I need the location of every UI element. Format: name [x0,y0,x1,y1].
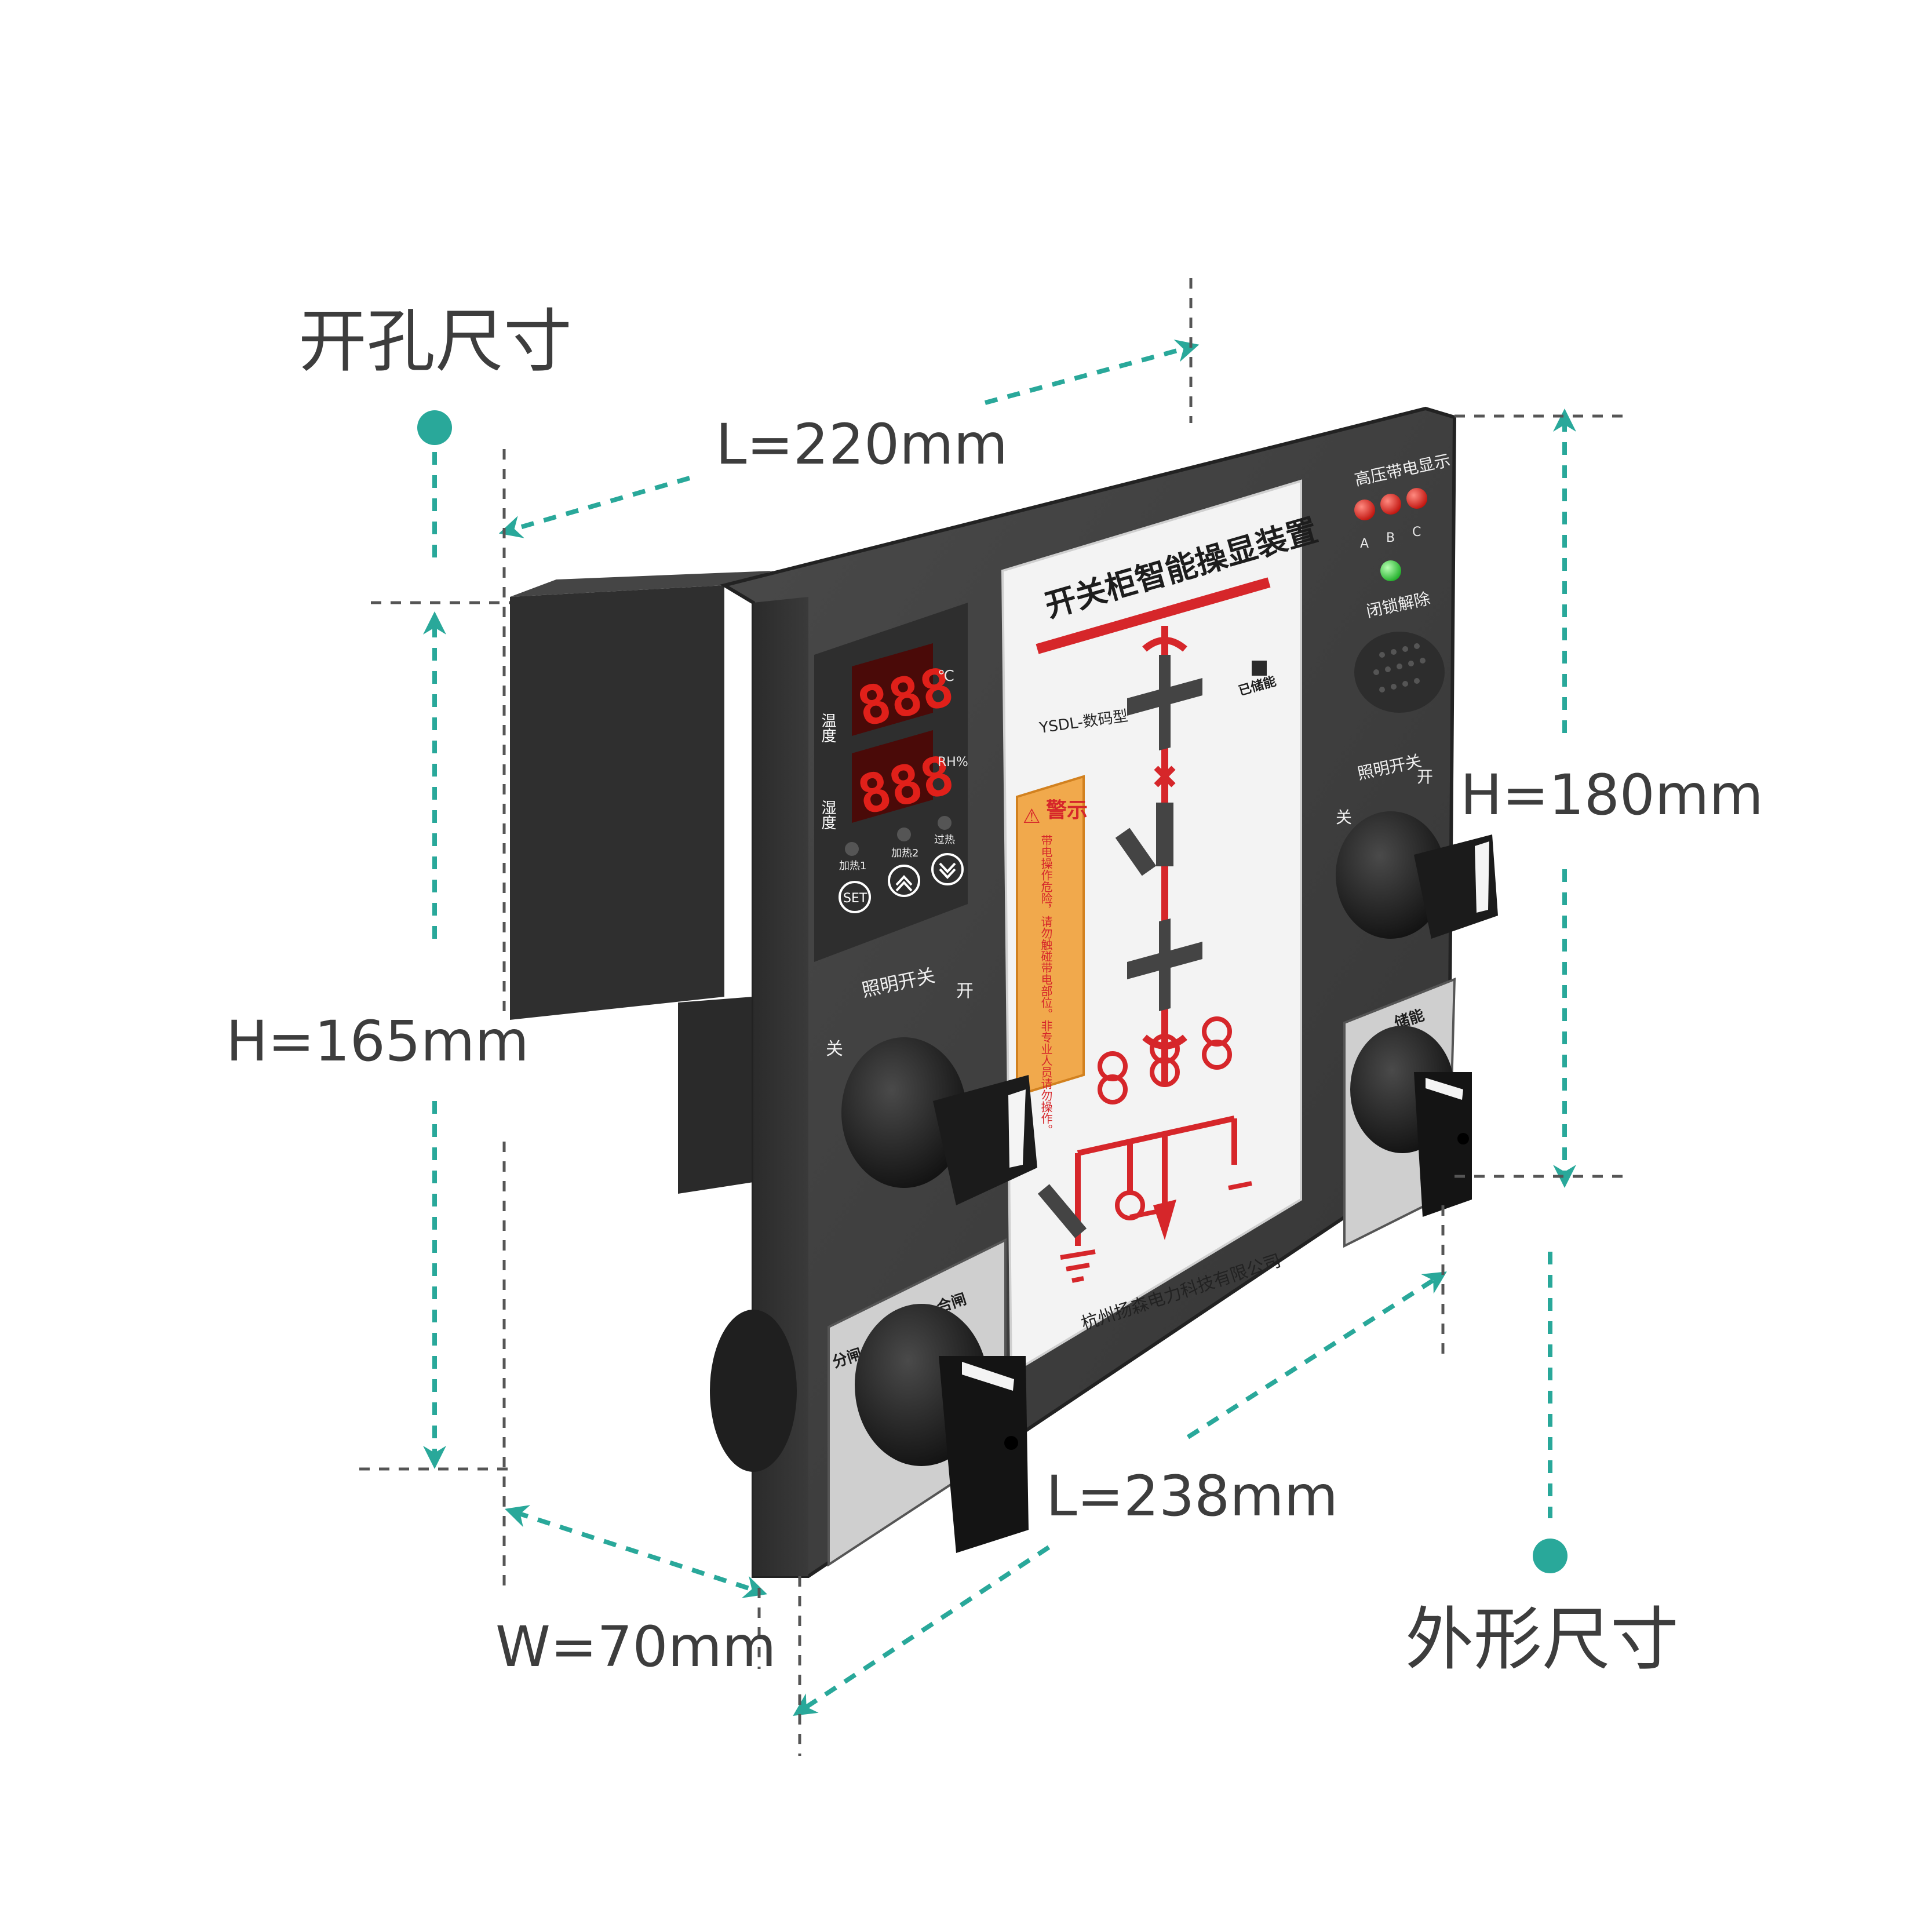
grounding-switch-indicator [1037,1184,1087,1238]
cutout-length-arrow-left [498,476,691,538]
right-selector-lock-hole [1457,1133,1469,1144]
outline-width-label: W=70mm [495,1614,777,1679]
lower-plug-indicator [1127,918,1202,1011]
earth-switch-bar [1115,828,1157,876]
lock-release-led [1380,560,1401,581]
temperature-humidity-module: 888 ℃ 温度 888 RH% 湿度 加热1 加热2 过热 SET [814,603,968,962]
heater2-light [897,828,911,841]
phase-a-led [1354,500,1375,520]
heater1-light [845,842,859,856]
left-switch-off-label: 关 [826,1039,843,1059]
heater1-label: 加热1 [839,860,866,872]
down-button[interactable] [931,853,964,885]
ground-symbol [1060,1181,1252,1283]
chevron-down-icon [939,862,956,879]
right-switch-on-label: 开 [1417,767,1433,786]
busbar [1036,577,1271,654]
cutout-length-arrow-right [984,339,1200,405]
extension-lines [359,278,1623,1756]
switchgear-device: 888 ℃ 温度 888 RH% 湿度 加热1 加热2 过热 SET [510,406,1498,1578]
cutout-title: 开孔尺寸 [298,301,572,381]
upper-breaker-symbol [1142,637,1187,1049]
speaker-holes [1373,643,1426,692]
outline-title: 外形尺寸 [1405,1599,1679,1679]
warning-box: ⚠ 警示 带电操作危险，请勿触碰带电部位。非专业人员请勿操作。 [1016,775,1088,1136]
left-selector-handle[interactable] [939,1356,1029,1553]
left-side-knob [710,1310,797,1472]
left-selector-handle-marker [962,1362,1014,1391]
phase-b-led [1380,494,1401,515]
dimension-lines [423,339,1576,1716]
warning-icon: ⚠ [1023,805,1040,828]
set-button-label: SET [843,891,867,906]
phase-a-label: A [1360,537,1369,551]
right-switch-off-label: 关 [1336,808,1352,827]
phase-b-label: B [1386,531,1395,545]
humidity-display-window [852,730,933,823]
left-breaker-selector: 分闸 合闸 [710,1238,1029,1567]
cutout-height-label: H=165mm [226,1009,529,1074]
right-switch-knob-base[interactable] [1336,811,1446,939]
left-switch-on-label: 开 [956,981,974,1001]
humidity-label: 湿度 [819,800,836,830]
left-selector-lock-hole [1004,1436,1018,1450]
warning-title: 警示 [1046,799,1088,822]
outline-height-label: H=180mm [1460,763,1763,828]
left-switch-handle-marker [1008,1089,1026,1168]
outline-length-label: L=238mm [1046,1464,1338,1529]
cutout-title-dot [417,410,452,445]
overheat-label: 过热 [934,834,955,846]
temp-display-window [852,643,933,736]
heater2-label: 加热2 [891,847,918,859]
warning-text: 带电操作危险，请勿触碰带电部位。非专业人员请勿操作。 [1039,834,1053,1136]
left-lighting-switch: 照明开关 开 关 [826,964,1037,1205]
outgoing-lines [1075,1116,1237,1246]
speaker-grille [1354,632,1445,713]
cutout-length-label: L=220mm [716,412,1008,477]
phase-c-led [1406,488,1427,509]
upper-plug-indicator [1127,655,1202,750]
chevron-up-icon [895,875,913,892]
mimic-panel: 开关柜智能操显装置 YSDL-数码型 已储能 [1001,479,1322,1376]
width-arrow [504,1505,768,1598]
rear-housing [510,585,724,1020]
breaker-position-bar [1156,803,1173,866]
right-switch-handle-marker [1475,841,1489,913]
rear-housing-top [510,571,774,597]
outline-length-arrow-left [793,1545,1051,1716]
rear-housing-side [678,997,753,1194]
stored-energy-indicator [1252,661,1267,676]
temperature-unit: ℃ [938,668,954,685]
current-transformers [1098,1016,1232,1104]
set-button[interactable]: SET [839,881,871,913]
right-energy-selector: 储能 [1343,978,1472,1248]
left-switch-knob-base[interactable] [841,1037,967,1188]
breaker-x-mark [1154,765,1176,788]
humidity-unit: RH% [938,755,968,770]
cable-arrow-icon [1153,1200,1176,1240]
outline-title-dot [1533,1539,1568,1573]
voltage-transformer-symbol [1115,1190,1145,1220]
temperature-label: 温度 [819,713,836,743]
right-selector-handle[interactable] [1414,1072,1472,1217]
right-selector-handle-marker [1426,1078,1463,1100]
overheat-light [938,816,952,830]
up-button[interactable] [888,865,920,897]
outline-length-arrow-right [1186,1271,1447,1439]
phase-c-label: C [1412,525,1421,539]
